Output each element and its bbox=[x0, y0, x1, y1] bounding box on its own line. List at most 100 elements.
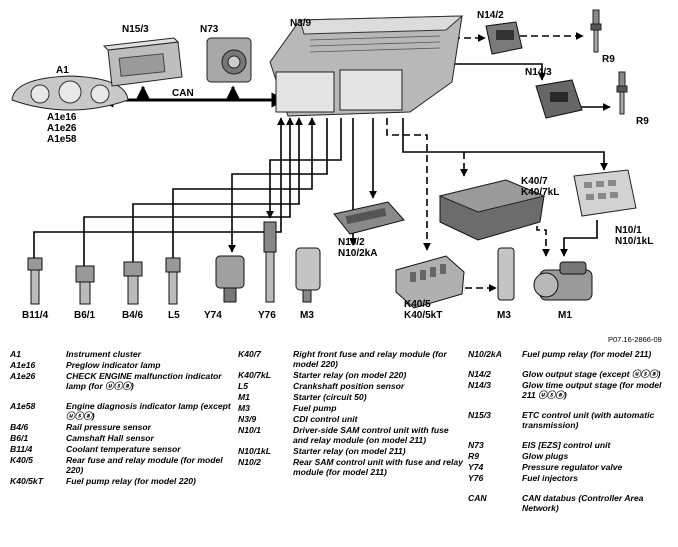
label-a1e26: A1e26 bbox=[47, 123, 77, 134]
legend-desc: Pressure regulator valve bbox=[522, 462, 623, 472]
legend-code: CAN bbox=[468, 493, 487, 503]
label-a1e16: A1e16 bbox=[47, 112, 77, 123]
y74-line bbox=[228, 118, 328, 253]
sam-control-unit-n10-1 bbox=[573, 169, 637, 217]
legend-desc: Crankshaft position sensor bbox=[293, 381, 405, 391]
label-r9-mid: R9 bbox=[636, 116, 649, 127]
legend-code: R9 bbox=[468, 451, 479, 461]
legend-row: K40/5 Rear fuse and relay module (for mod… bbox=[10, 455, 236, 475]
label-b11-4: B11/4 bbox=[22, 310, 49, 321]
legend-desc: Engine diagnosis indicator lamp (except … bbox=[66, 401, 231, 421]
legend-code: L5 bbox=[238, 381, 249, 391]
label-k40-5kt: K40/5kT bbox=[404, 310, 442, 321]
b4-6-line bbox=[132, 117, 303, 263]
legend-code: N10/2 bbox=[238, 457, 261, 467]
label-k40-7kl: K40/7kL bbox=[521, 187, 559, 198]
legend-row: N14/2 Glow output stage (except ⓤⓢⓐ) bbox=[468, 369, 674, 379]
legend-desc: Rail pressure sensor bbox=[66, 422, 152, 432]
legend-row: R9 Glow plugs bbox=[468, 451, 674, 461]
coolant-temp-sensor-b11-4 bbox=[27, 257, 43, 305]
legend-row: A1e58 Engine diagnosis indicator lamp (ex… bbox=[10, 401, 236, 421]
crankshaft-sensor-l5 bbox=[165, 257, 181, 305]
label-n14-2: N14/2 bbox=[477, 10, 504, 21]
figure-reference: P07.16-2866-09 bbox=[608, 335, 662, 344]
camshaft-sensor-b6-1 bbox=[75, 265, 95, 305]
label-m1: M1 bbox=[558, 310, 572, 321]
legend-code: A1 bbox=[10, 349, 21, 359]
signal-lines bbox=[33, 32, 611, 292]
l5-line bbox=[172, 117, 316, 258]
legend-code: K40/7kL bbox=[238, 370, 271, 380]
n10-1-m1-line bbox=[560, 220, 598, 257]
legend-desc: Fuel pump bbox=[293, 403, 337, 413]
legend-row: Y74 Pressure regulator valve bbox=[468, 462, 674, 472]
legend-code: A1e16 bbox=[10, 360, 36, 370]
pressure-regulator-y74 bbox=[215, 255, 245, 303]
glow-plug-r9-top bbox=[590, 9, 602, 53]
b11-4-line bbox=[33, 117, 285, 258]
label-l5: L5 bbox=[168, 310, 180, 321]
legend-desc: Starter (circuit 50) bbox=[293, 392, 367, 402]
legend-desc: Coolant temperature sensor bbox=[66, 444, 181, 454]
legend-desc: Fuel pump relay (for model 220) bbox=[66, 476, 196, 486]
label-r9-top: R9 bbox=[602, 54, 615, 65]
legend-code: Y74 bbox=[468, 462, 484, 472]
legend-code: K40/5kT bbox=[10, 476, 43, 486]
legend-desc: ETC control unit (with automatic transmi… bbox=[522, 410, 655, 430]
legend-code: N3/9 bbox=[238, 414, 257, 424]
label-n73: N73 bbox=[200, 24, 219, 35]
legend-desc: CHECK ENGINE malfunction indicator lamp … bbox=[66, 371, 222, 391]
legend-desc: CAN databus (Controller Area Network) bbox=[522, 493, 644, 513]
legend-code: A1e58 bbox=[10, 401, 36, 411]
label-y74: Y74 bbox=[204, 310, 222, 321]
etc-control-unit-n15-3 bbox=[102, 37, 183, 87]
system-diagram: A1 A1e16 A1e26 A1e58 N15/3 N73 N3/9 CAN … bbox=[11, 9, 662, 344]
legend-desc: Fuel pump relay (for model 211) bbox=[522, 349, 652, 359]
legend-row: K40/5kT Fuel pump relay (for model 220) bbox=[10, 476, 236, 486]
legend-code: N14/2 bbox=[468, 369, 491, 379]
label-can: CAN bbox=[172, 88, 194, 99]
legend-desc: Glow time output stage (for model 211 ⓤⓢ… bbox=[522, 380, 662, 400]
legend-code: B4/6 bbox=[10, 422, 29, 432]
label-k40-7: K40/7 bbox=[521, 176, 548, 187]
fuel-injector-y76 bbox=[263, 221, 277, 303]
label-n15-3: N15/3 bbox=[122, 24, 149, 35]
legend-desc: Glow output stage (except ⓤⓢⓐ) bbox=[522, 369, 661, 379]
label-n10-1kl: N10/1kL bbox=[615, 236, 653, 247]
label-m3-right: M3 bbox=[497, 310, 511, 321]
legend-code: K40/5 bbox=[10, 455, 33, 465]
legend-desc: Starter relay (on model 211) bbox=[293, 446, 406, 456]
label-n10-1: N10/1 bbox=[615, 225, 642, 236]
legend-desc: Right front fuse and relay module (for m… bbox=[293, 349, 447, 369]
legend-desc: Rear fuse and relay module (for model 22… bbox=[66, 455, 223, 475]
label-a1e58: A1e58 bbox=[47, 134, 77, 145]
n14-3-line bbox=[430, 63, 546, 81]
label-n14-3: N14/3 bbox=[525, 67, 552, 78]
fuel-pump-m3-left bbox=[295, 247, 321, 303]
legend-code: Y76 bbox=[468, 473, 484, 483]
fuel-pump-m3-right bbox=[497, 247, 515, 301]
cdi-control-unit-n3-9 bbox=[269, 15, 464, 117]
instrument-cluster-a1 bbox=[11, 75, 129, 111]
legend-row: B4/6 Rail pressure sensor bbox=[10, 422, 236, 432]
legend-desc: Glow plugs bbox=[522, 451, 569, 461]
